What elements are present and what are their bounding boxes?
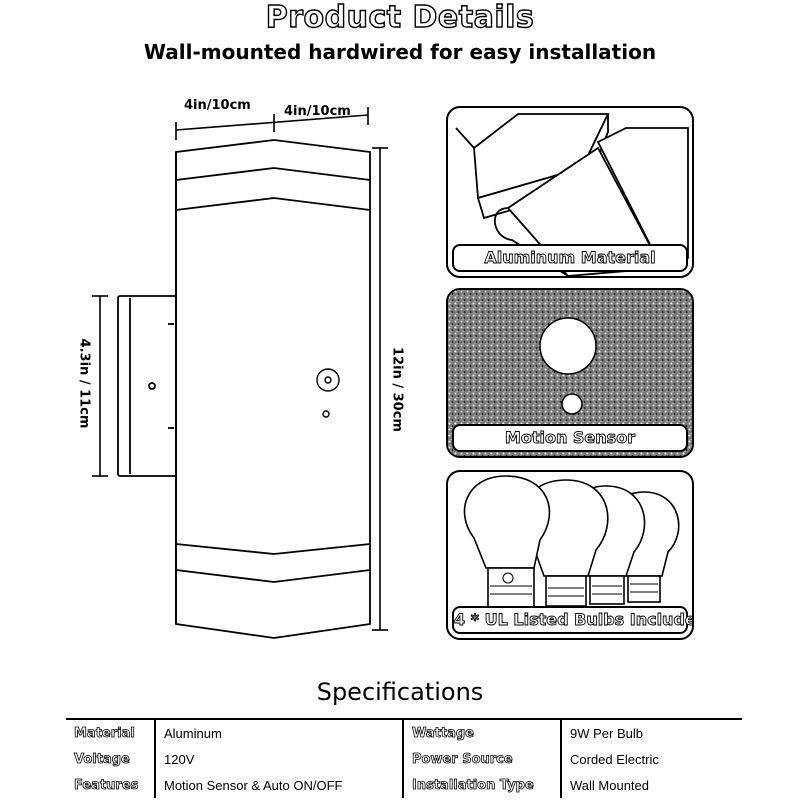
sensor-dot (316, 368, 340, 418)
aluminum-panel: Aluminum Material (446, 106, 694, 278)
fixture-body (175, 139, 371, 639)
bulbs-caption: 4 * UL Listed Bulbs Include (452, 606, 692, 634)
spec-key: Material (66, 718, 156, 746)
spec-key: Installation Type (403, 772, 562, 798)
width-dimension-line (175, 107, 369, 140)
bulbs-icon (463, 475, 680, 609)
page-title: Product Details (265, 0, 535, 36)
spec-key: Voltage (66, 746, 156, 772)
spec-key: Power Source (403, 746, 562, 772)
spec-key: Wattage (403, 718, 562, 746)
table-row: Voltage 120V Power Source Corded Electri… (66, 746, 742, 772)
spec-value: 9W Per Bulb (561, 718, 742, 746)
mount-dimension-line (92, 295, 108, 477)
specifications-title: Specifications (316, 678, 484, 706)
motion-sensor-panel: Motion Sensor (446, 288, 694, 458)
width-right-label: 4in/10cm (284, 104, 351, 119)
spec-value: Aluminum (155, 718, 404, 746)
table-row: Material Aluminum Wattage 9W Per Bulb (66, 718, 742, 746)
width-left-label: 4in/10cm (184, 98, 251, 113)
wall-mount-plate (117, 295, 189, 477)
spec-value: Motion Sensor & Auto ON/OFF (155, 772, 404, 798)
spec-value: 120V (155, 746, 404, 772)
motion-sensor-caption: Motion Sensor (452, 424, 688, 452)
spec-value: Corded Electric (570, 751, 659, 767)
spec-key: Features (66, 772, 156, 798)
height-dimension-line (372, 147, 388, 631)
page-subtitle: Wall-mounted hardwired for easy installa… (143, 40, 657, 64)
fixture-drawing (92, 107, 388, 639)
spec-value: Wall Mounted (570, 777, 649, 793)
mount-height-label: 4.3in / 11cm (76, 338, 92, 429)
bulbs-panel: 4 * UL Listed Bulbs Include (446, 470, 694, 640)
specifications-table: Material Aluminum Wattage 9W Per Bulb Vo… (66, 718, 742, 798)
aluminum-caption: Aluminum Material (452, 244, 688, 272)
height-label: 12in / 30cm (389, 347, 405, 432)
table-row: Features Motion Sensor & Auto ON/OFF Ins… (66, 772, 742, 798)
